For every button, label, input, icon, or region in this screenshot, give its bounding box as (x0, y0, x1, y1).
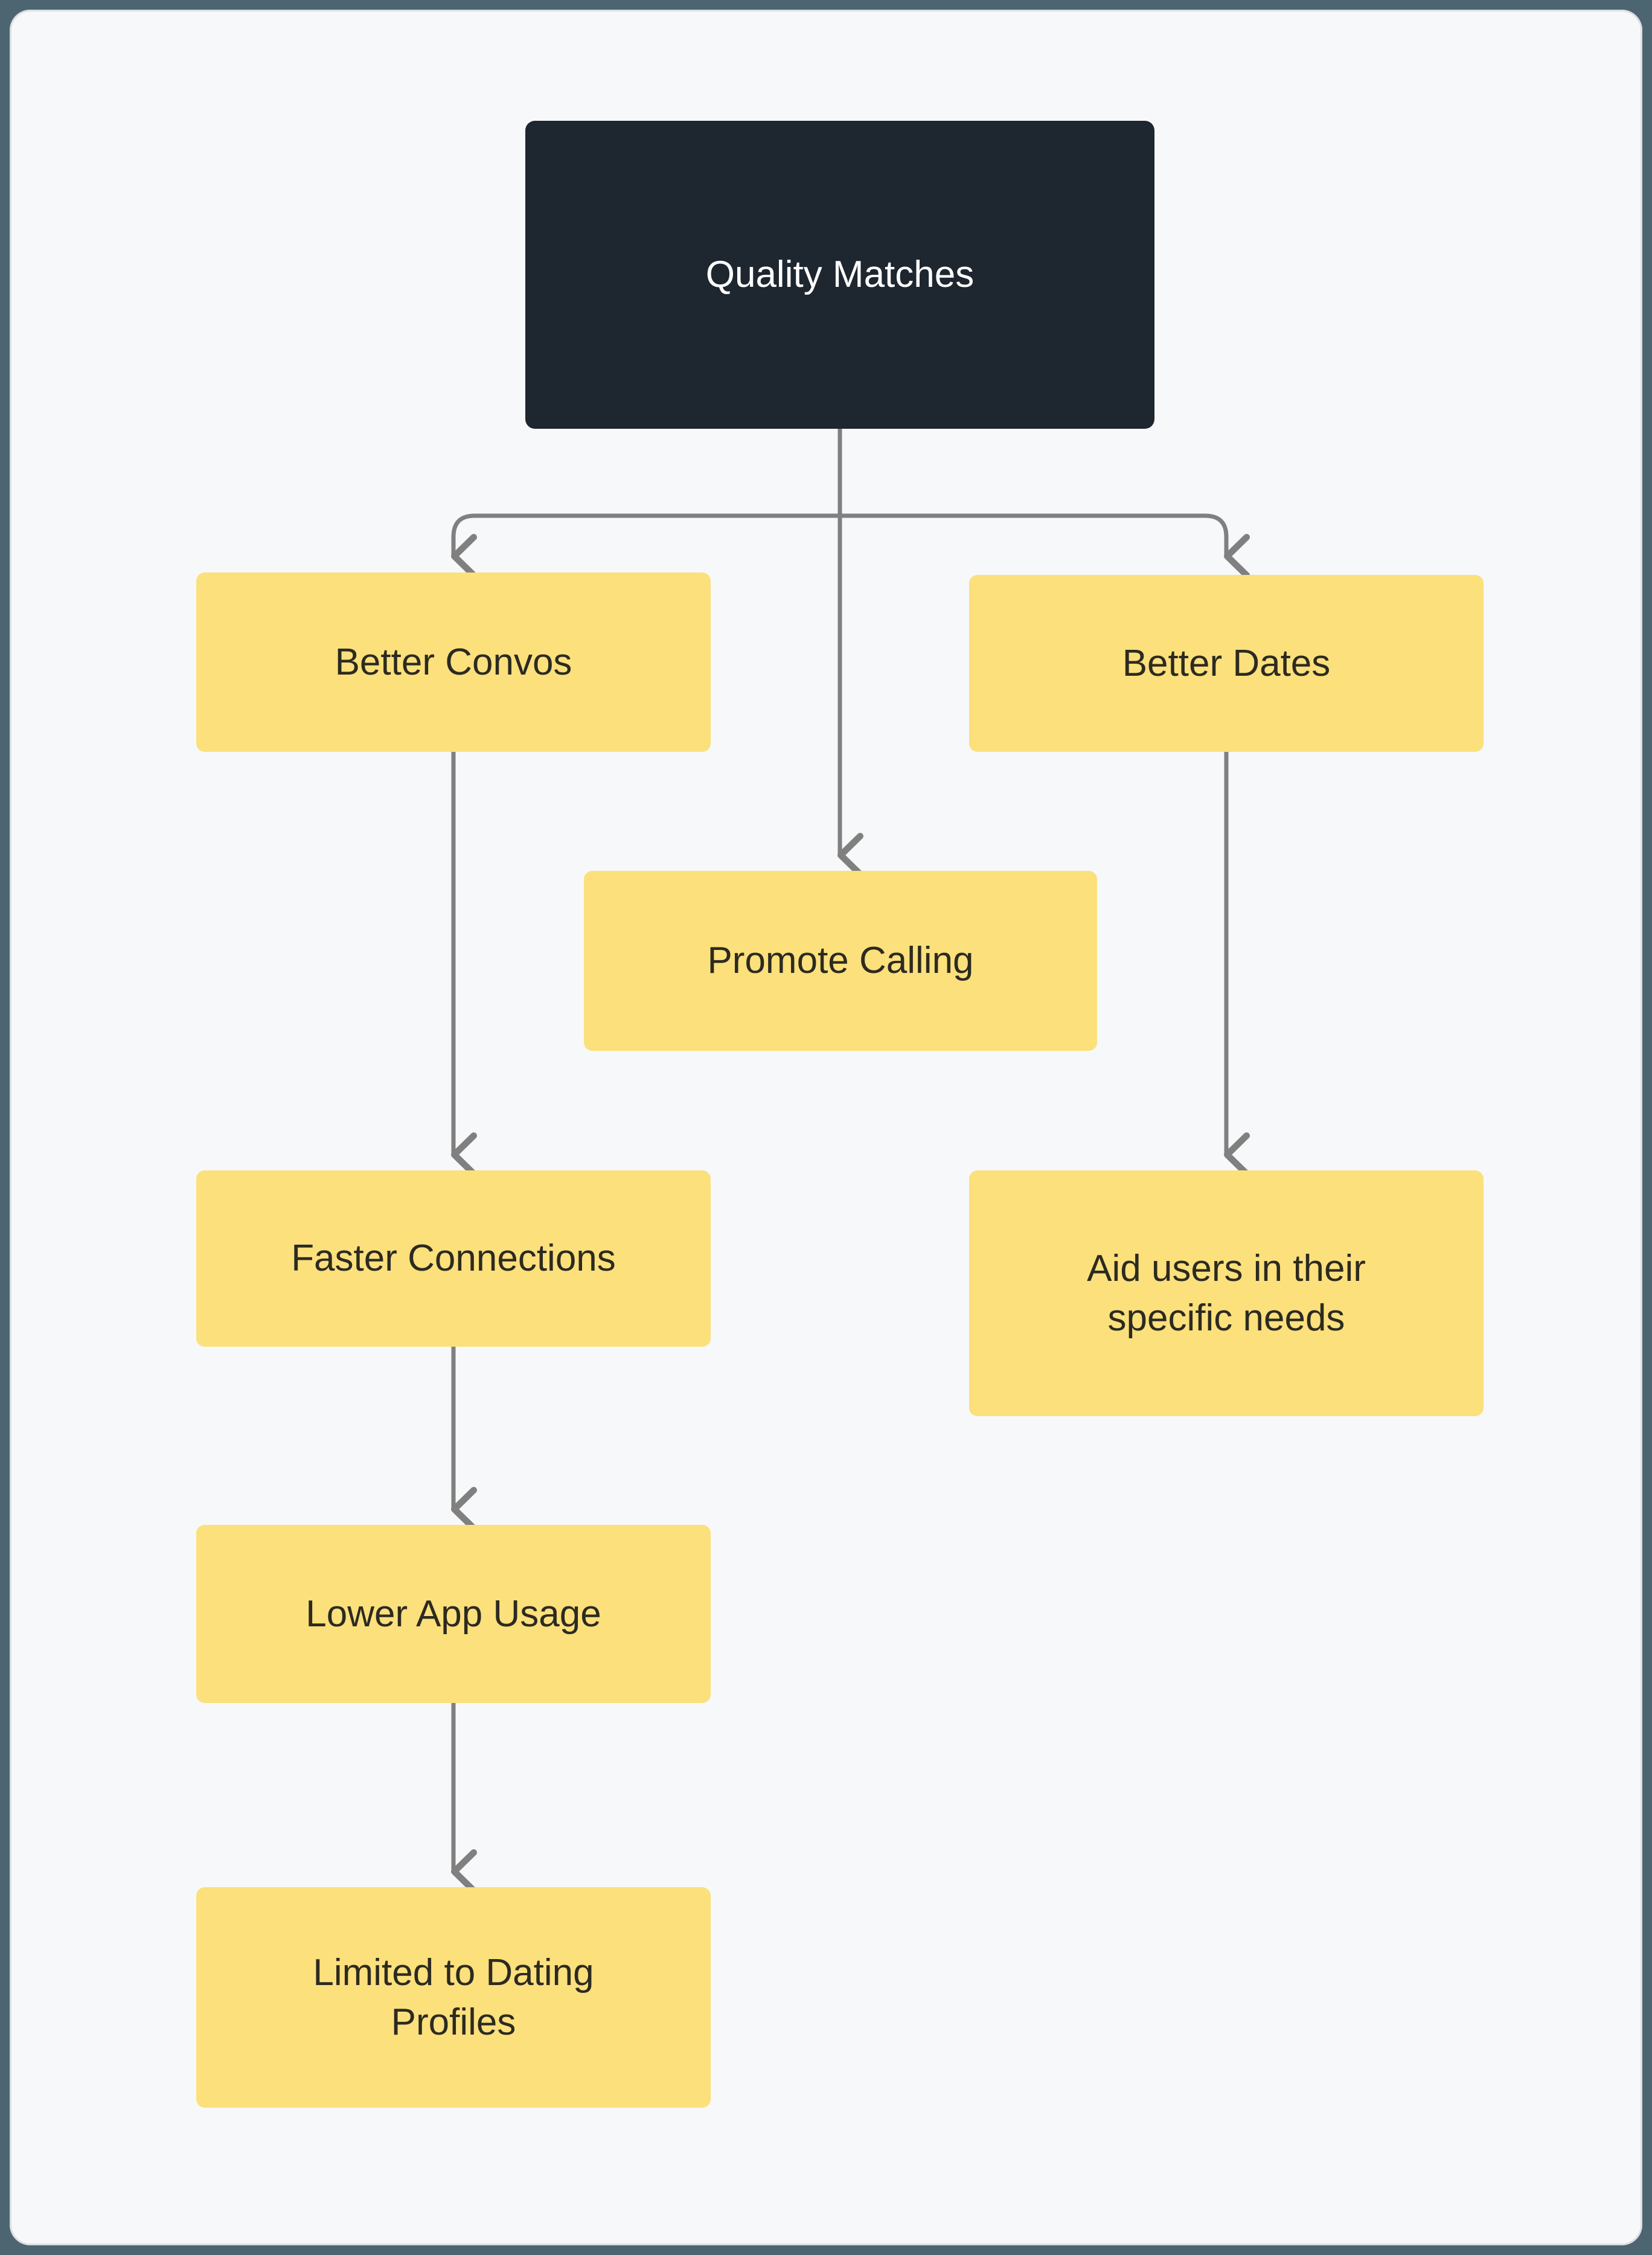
node-lower-app-usage[interactable]: Lower App Usage (196, 1525, 711, 1703)
node-label: Better Dates (1122, 642, 1331, 684)
node-label: Better Convos (335, 641, 572, 683)
node-label: Faster Connections (291, 1237, 616, 1280)
node-faster-connections[interactable]: Faster Connections (196, 1170, 711, 1347)
edge-root-to-better-convos (450, 513, 842, 579)
node-quality-matches[interactable]: Quality Matches (525, 121, 1154, 429)
node-label: Quality Matches (705, 254, 975, 296)
node-promote-calling[interactable]: Promote Calling (584, 871, 1097, 1051)
node-better-convos[interactable]: Better Convos (196, 573, 711, 752)
edge-root-to-better-dates (837, 513, 1250, 579)
node-label: Aid users in their specific needs (1087, 1247, 1366, 1339)
node-aid-users[interactable]: Aid users in their specific needs (969, 1170, 1484, 1416)
node-label: Limited to Dating Profiles (313, 1951, 594, 2043)
node-better-dates[interactable]: Better Dates (969, 575, 1484, 752)
diagram-canvas: Quality Matches Better Convos Better Dat… (10, 10, 1642, 2245)
node-limited-dating-profiles[interactable]: Limited to Dating Profiles (196, 1887, 711, 2108)
node-label: Lower App Usage (306, 1593, 601, 1635)
node-label: Promote Calling (707, 940, 974, 982)
